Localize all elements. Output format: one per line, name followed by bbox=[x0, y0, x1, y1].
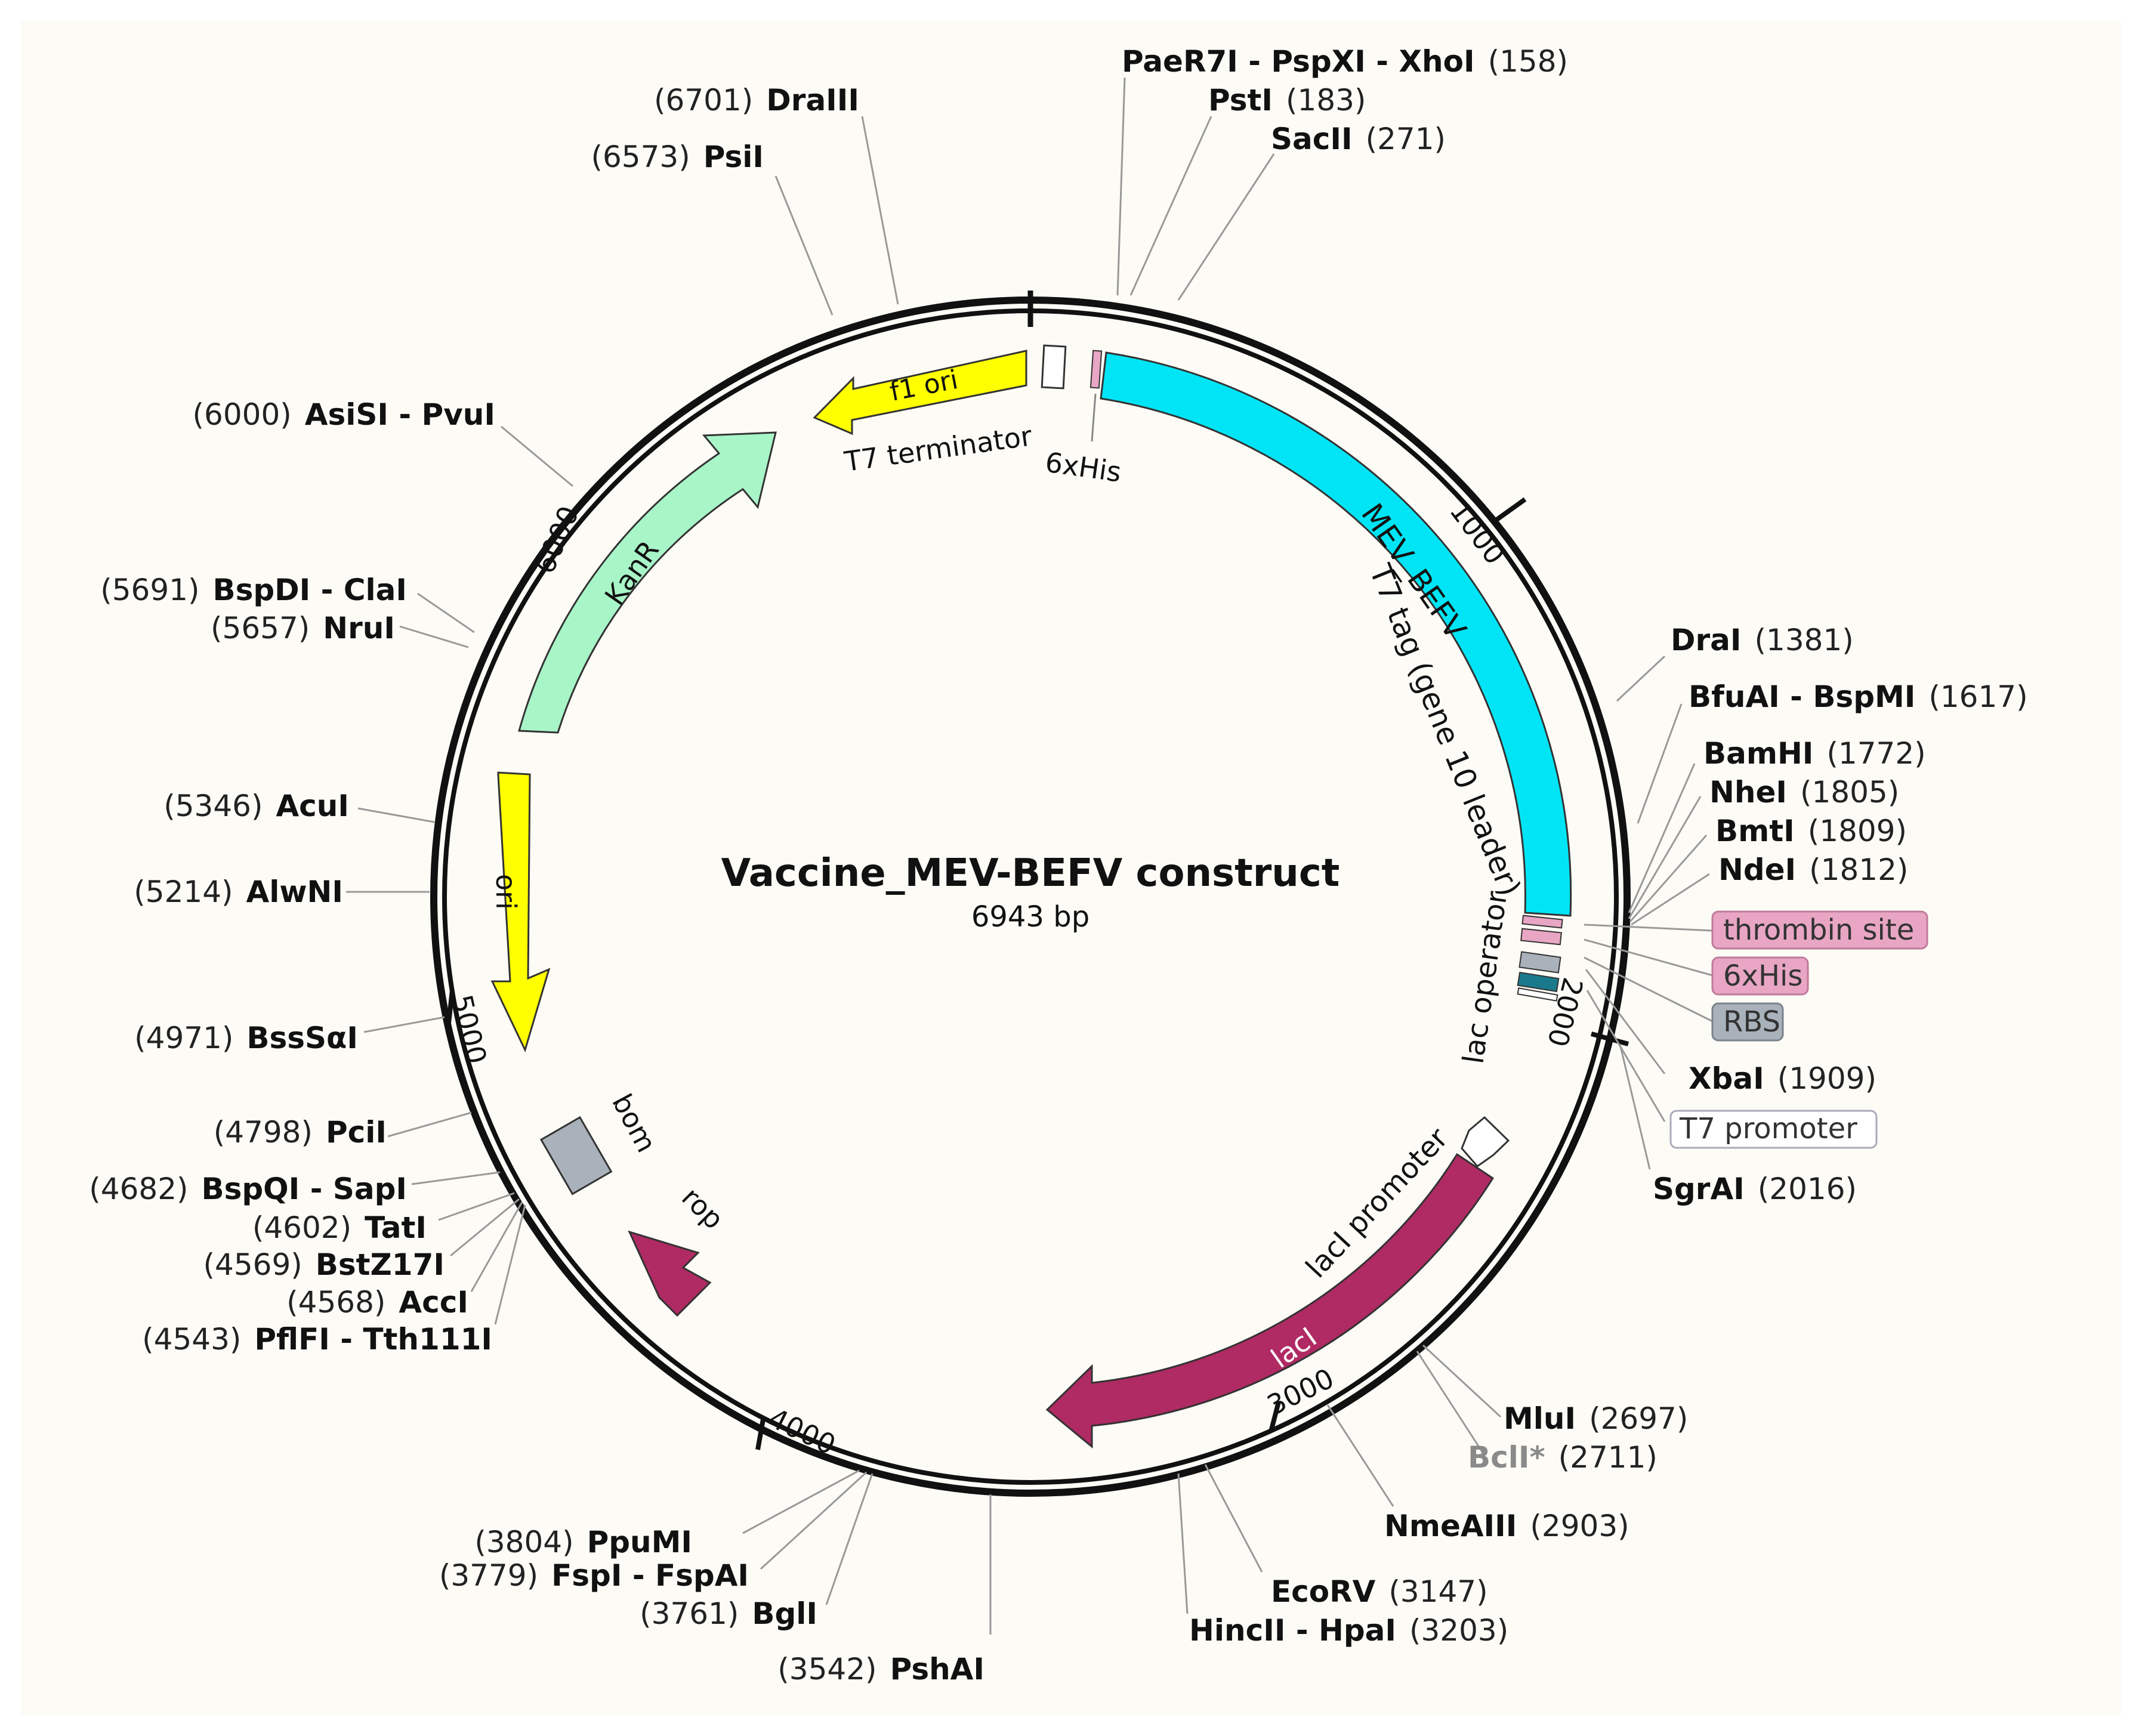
site-label-pshai[interactable]: (3542)PshAI bbox=[777, 1652, 984, 1686]
box-t7-promoter-label: T7 promoter bbox=[1679, 1112, 1857, 1145]
mev-befv-arc[interactable] bbox=[1100, 351, 1572, 917]
site-label-psii[interactable]: (6573)PsiI bbox=[591, 140, 764, 174]
bom-box[interactable] bbox=[539, 1116, 613, 1196]
rop-arrow[interactable] bbox=[628, 1230, 712, 1317]
site-label-acui[interactable]: (5346)AcuI bbox=[163, 789, 349, 823]
site-label-pcii[interactable]: (4798)PciI bbox=[214, 1115, 387, 1150]
mcs-feature-block[interactable] bbox=[1517, 915, 1563, 1002]
mcs-pink-block-2[interactable] bbox=[1520, 928, 1562, 946]
box-t7-promoter[interactable] bbox=[1669, 1110, 1878, 1149]
feature-ori[interactable]: ori bbox=[490, 771, 551, 1053]
f1-ori-arrow[interactable] bbox=[813, 350, 1027, 435]
site-label-ndei[interactable]: NdeI(1812) bbox=[1718, 852, 1908, 887]
site-label-bcli[interactable]: BclI*(2711) bbox=[1468, 1440, 1658, 1475]
site-label-bamhi[interactable]: BamHI(1772) bbox=[1703, 736, 1926, 771]
site-label-tati[interactable]: (4602)TatI bbox=[252, 1210, 427, 1245]
6xhis-top-leader bbox=[1091, 393, 1097, 442]
laci-arrow[interactable] bbox=[1045, 1153, 1495, 1449]
map-title: Vaccine_MEV-BEFV construct bbox=[721, 851, 1340, 895]
site-label-mlui[interactable]: MluI(2697) bbox=[1504, 1401, 1688, 1436]
box-thrombin-site[interactable] bbox=[1711, 910, 1928, 950]
site-label-claI[interactable]: (5691)BspDI - ClaI bbox=[100, 573, 407, 607]
site-label-bsssai[interactable]: (4971)BssSαI bbox=[134, 1021, 358, 1055]
site-label-sacii[interactable]: SacII(271) bbox=[1271, 122, 1446, 156]
6xhis-top-box[interactable] bbox=[1089, 350, 1103, 389]
ori-arrow[interactable] bbox=[490, 771, 551, 1053]
box-rbs[interactable] bbox=[1711, 1002, 1784, 1042]
mcs-grey-block[interactable] bbox=[1518, 951, 1561, 974]
site-label-nmeaiii[interactable]: NmeAIII(2903) bbox=[1384, 1509, 1629, 1543]
site-label-xhoi[interactable]: PaeR7I - PspXI - XhoI(158) bbox=[1122, 44, 1568, 79]
site-label-fspi[interactable]: (3779)FspI - FspAI bbox=[439, 1558, 749, 1593]
site-label-hincii[interactable]: HincII - HpaI(3203) bbox=[1189, 1613, 1508, 1648]
site-label-xbai[interactable]: XbaI(1909) bbox=[1689, 1061, 1876, 1096]
site-label-bmti[interactable]: BmtI(1809) bbox=[1715, 814, 1907, 848]
site-label-ecorv[interactable]: EcoRV(3147) bbox=[1271, 1574, 1488, 1609]
box-6xhis-label: 6xHis bbox=[1723, 959, 1803, 993]
site-label-psti[interactable]: PstI(183) bbox=[1208, 83, 1366, 118]
site-label-ppumi[interactable]: (3804)PpuMI bbox=[474, 1525, 692, 1559]
kanr-arrow[interactable] bbox=[518, 431, 777, 734]
site-label-draiii[interactable]: (6701)DraIII bbox=[654, 83, 859, 118]
restriction-sites: PaeR7I - PspXI - XhoI(158) PstI(183) Sac… bbox=[89, 44, 2027, 1686]
laci-promoter-arrow[interactable] bbox=[1461, 1116, 1510, 1168]
site-label-bstz17i[interactable]: (4569)BstZ17I bbox=[203, 1247, 445, 1282]
mcs-white-block[interactable] bbox=[1517, 987, 1558, 1002]
t7-terminator-box[interactable] bbox=[1041, 344, 1067, 390]
mcs-pink-block-1[interactable] bbox=[1521, 915, 1563, 929]
mcs-teal-block[interactable] bbox=[1517, 971, 1560, 993]
map-length-label: 6943 bp bbox=[971, 900, 1089, 934]
site-label-alwni[interactable]: (5214)AlwNI bbox=[134, 875, 343, 909]
site-label-acci[interactable]: (4568)AccI bbox=[286, 1285, 468, 1320]
box-rbs-label: RBS bbox=[1723, 1005, 1780, 1039]
site-label-bspqi[interactable]: (4682)BspQI - SapI bbox=[89, 1172, 407, 1206]
site-label-bgli[interactable]: (3761)BglI bbox=[640, 1596, 817, 1631]
ori-label: ori bbox=[490, 874, 522, 910]
site-label-nhei[interactable]: NheI(1805) bbox=[1709, 775, 1899, 810]
site-label-sgrai[interactable]: SgrAI(2016) bbox=[1653, 1172, 1857, 1206]
site-label-drai[interactable]: DraI(1381) bbox=[1671, 623, 1854, 657]
box-6xhis[interactable] bbox=[1711, 956, 1809, 996]
site-label-nrui[interactable]: (5657)NruI bbox=[211, 611, 395, 645]
site-label-pflfi[interactable]: (4543)PflFI - Tth111I bbox=[142, 1322, 492, 1357]
site-label-pvui[interactable]: (6000)AsiSI - PvuI bbox=[193, 397, 495, 432]
site-label-bfuai[interactable]: BfuAI - BspMI(1617) bbox=[1689, 679, 2028, 714]
box-thrombin-site-label: thrombin site bbox=[1723, 913, 1914, 947]
